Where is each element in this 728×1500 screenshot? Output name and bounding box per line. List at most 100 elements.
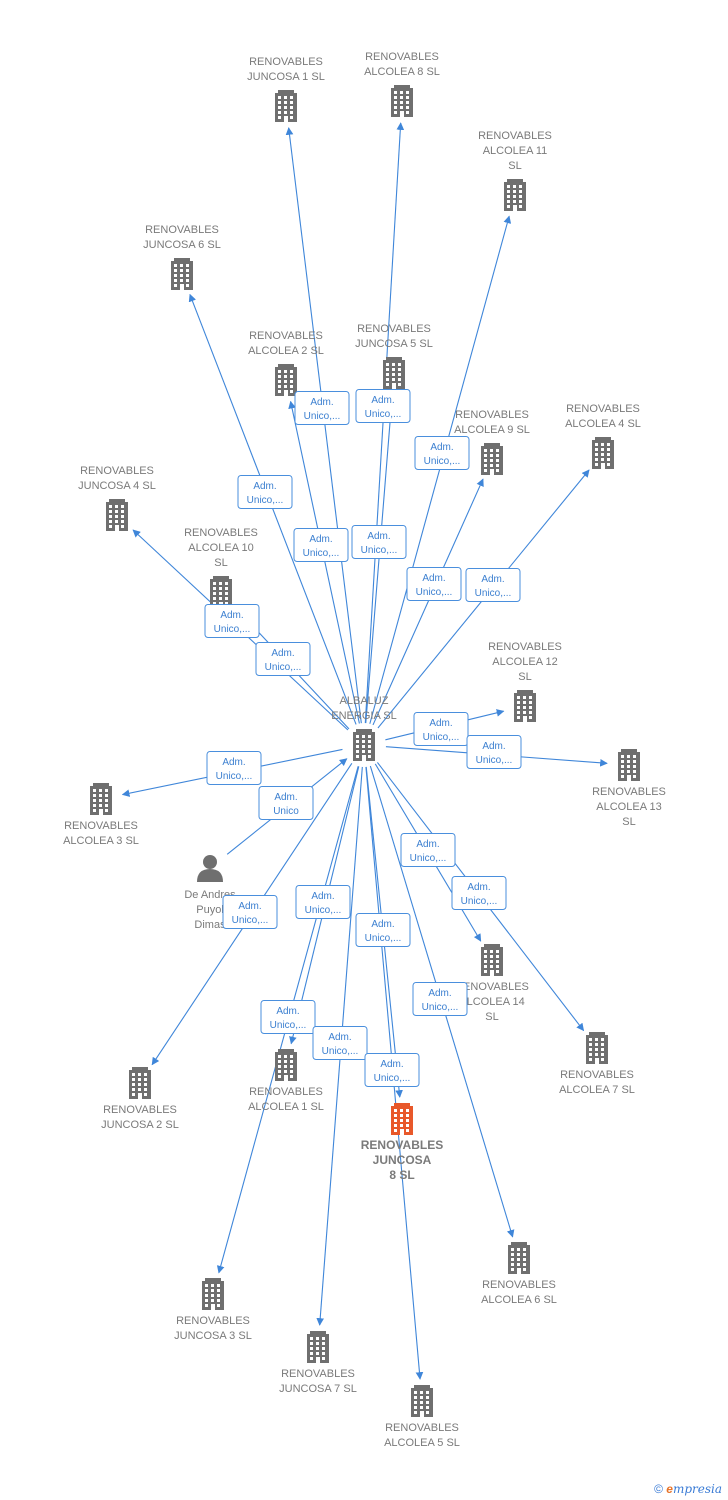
node-label: SL xyxy=(518,671,531,683)
edge-label-text: Adm. xyxy=(467,882,490,893)
edge-label-text: Adm. xyxy=(430,442,453,453)
node-label: RENOVABLES xyxy=(478,130,552,142)
edge-label-text: Adm. xyxy=(422,573,445,584)
node-label: ALCOLEA 10 xyxy=(188,542,253,554)
edge-label-albaluz-j1[interactable]: Adm.Unico,... xyxy=(294,391,350,425)
edge-label-albaluz-a3[interactable]: Adm. Unico,... xyxy=(206,751,262,785)
node-label: ALCOLEA 14 xyxy=(459,996,524,1008)
edge-label-albaluz-j7[interactable]: Adm.Unico,... xyxy=(312,1026,368,1060)
edge-label-albaluz-a7[interactable]: Adm.Unico,... xyxy=(451,876,507,910)
edge-label-albaluz-a9[interactable]: Adm. Unico,... xyxy=(406,567,462,601)
edge-label-albaluz-j8[interactable]: Adm.Unico,... xyxy=(355,913,411,947)
edge-label-albaluz-a10[interactable]: Adm.Unico,... xyxy=(255,642,311,676)
edge-label-person-albaluz[interactable]: Adm.Unico xyxy=(258,786,314,820)
building-icon xyxy=(90,783,112,815)
edge-label-text: Unico,... xyxy=(422,1002,459,1013)
building-icon xyxy=(514,690,536,722)
edge-label-albaluz-a13[interactable]: Adm.Unico,... xyxy=(466,735,522,769)
building-icon xyxy=(504,179,526,211)
node-label: 8 SL xyxy=(389,1168,414,1182)
edge-label-text: Unico,... xyxy=(361,545,398,556)
edge-label-text: Unico,... xyxy=(303,548,340,559)
node-label: RENOVABLES xyxy=(64,820,138,832)
edge-label-text: Adm. xyxy=(429,718,452,729)
node-label: ALBALUZ xyxy=(340,695,389,707)
node-label: ALCOLEA 11 xyxy=(483,145,548,157)
building-icon xyxy=(618,749,640,781)
edge-label-albaluz-a1[interactable]: Adm.Unico,... xyxy=(295,885,351,919)
node-label: ALCOLEA 6 SL xyxy=(481,1294,557,1306)
edge-label-albaluz-a2[interactable]: Adm. Unico,... xyxy=(293,528,349,562)
edge-albaluz-j6 xyxy=(188,293,357,725)
edge-label-albaluz-a4[interactable]: Adm.Unico,... xyxy=(465,568,521,602)
edge-label-text: Adm. xyxy=(220,610,243,621)
edge-labels-layer: Adm.Unico,...Adm.Unico,...Adm.Unico,...A… xyxy=(204,389,522,1087)
edge-label-text: Adm. xyxy=(371,919,394,930)
edge-label-text: Unico,... xyxy=(265,662,302,673)
building-icon xyxy=(481,944,503,976)
node-label: ALCOLEA 8 SL xyxy=(364,66,440,78)
edge-label-text: Adm. xyxy=(428,988,451,999)
node-label: RENOVABLES xyxy=(455,409,529,421)
brand-logo-name: mpresia xyxy=(672,1482,722,1496)
edge-label-text: Adm. xyxy=(309,534,332,545)
node-label: RENOVABLES xyxy=(281,1368,355,1380)
edge-label-albaluz-a11[interactable]: Adm.Unico,... xyxy=(414,436,470,470)
node-label: ALCOLEA 5 SL xyxy=(384,1437,460,1449)
edge-label-text: Adm. xyxy=(481,574,504,585)
node-label: JUNCOSA 4 SL xyxy=(78,480,156,492)
edge-label-albaluz-j4[interactable]: Adm.Unico,... xyxy=(204,604,260,638)
edge-label-albaluz-j5[interactable]: Adm.Unico,... xyxy=(351,525,407,559)
edge-label-text: Unico,... xyxy=(232,915,269,926)
edge-label-albaluz-a14[interactable]: Adm.Unico,... xyxy=(400,833,456,867)
edge-label-albaluz-a12[interactable]: Adm.Unico,... xyxy=(413,712,469,746)
node-label: RENOVABLES xyxy=(455,981,529,993)
node-label: RENOVABLES xyxy=(560,1069,634,1081)
node-albaluz[interactable]: ALBALUZ ENERGIA SL xyxy=(331,695,397,761)
edge-label-albaluz-a5[interactable]: Adm.Unico,... xyxy=(364,1053,420,1087)
node-label: RENOVABLES xyxy=(249,56,323,68)
edge-label-albaluz-j6[interactable]: Adm.Unico,... xyxy=(237,475,293,509)
node-a6[interactable]: RENOVABLES ALCOLEA 6 SL xyxy=(481,1242,557,1306)
building-icon xyxy=(171,258,193,290)
edge-label-albaluz-j3[interactable]: Adm.Unico,... xyxy=(260,1000,316,1034)
node-label: RENOVABLES xyxy=(482,1279,556,1291)
edge-label-albaluz-j2[interactable]: Adm.Unico,... xyxy=(222,895,278,929)
node-label: JUNCOSA 3 SL xyxy=(174,1330,252,1342)
node-label: RENOVABLES xyxy=(103,1104,177,1116)
edge-label-text: Adm. xyxy=(311,891,334,902)
edge-label-albaluz-a6[interactable]: Adm. Unico,... xyxy=(412,982,468,1016)
edge-label-text: Adm. xyxy=(253,481,276,492)
edge-label-text: Unico,... xyxy=(374,1073,411,1084)
edge-label-albaluz-a8[interactable]: Adm.Unico,... xyxy=(355,389,411,423)
edge-label-text: Unico,... xyxy=(416,587,453,598)
edge-label-text: Unico,... xyxy=(216,771,253,782)
node-label: RENOVABLES xyxy=(145,224,219,236)
edge-label-text: Adm. xyxy=(222,757,245,768)
node-label: ENERGIA SL xyxy=(331,710,396,722)
node-label: RENOVABLES xyxy=(249,330,323,342)
